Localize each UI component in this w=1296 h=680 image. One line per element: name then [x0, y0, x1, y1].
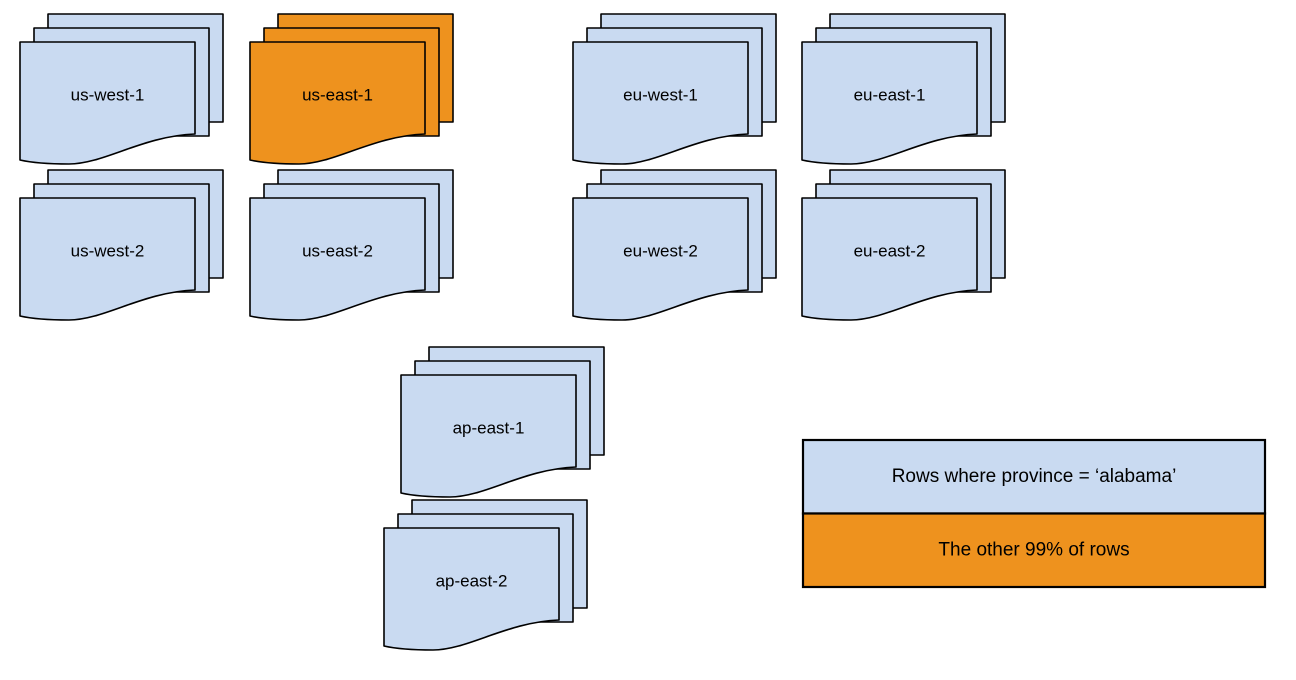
stack-sheet-front: [572, 197, 749, 321]
region-stack-us-east-1[interactable]: us-east-1: [249, 13, 454, 165]
region-label-ap-east-1: ap-east-1: [453, 418, 525, 437]
legend-label-orange-row: The other 99% of rows: [938, 539, 1129, 560]
region-stack-ap-east-2[interactable]: ap-east-2: [383, 499, 588, 651]
region-label-us-west-1: us-west-1: [71, 85, 145, 104]
stack-sheet-front: [801, 41, 978, 165]
region-label-us-east-2: us-east-2: [302, 241, 373, 260]
stacks-layer: us-west-1 us-east-1 eu-west-1 eu-east-1 us-w…: [19, 13, 1006, 651]
region-label-eu-east-1: eu-east-1: [854, 85, 926, 104]
legend-row-blue-row: Rows where province = ‘alabama’: [801, 438, 1267, 515]
region-stack-eu-east-1[interactable]: eu-east-1: [801, 13, 1006, 165]
region-label-eu-west-1: eu-west-1: [623, 85, 698, 104]
region-label-ap-east-2: ap-east-2: [436, 571, 508, 590]
region-stack-us-west-2[interactable]: us-west-2: [19, 169, 224, 321]
region-label-eu-east-2: eu-east-2: [854, 241, 926, 260]
stack-sheet-front: [801, 197, 978, 321]
region-stack-eu-west-2[interactable]: eu-west-2: [572, 169, 777, 321]
legend-layer: Rows where province = ‘alabama’ The other…: [801, 438, 1267, 589]
stack-sheet-front: [19, 197, 196, 321]
region-stack-eu-east-2[interactable]: eu-east-2: [801, 169, 1006, 321]
region-stack-ap-east-1[interactable]: ap-east-1: [400, 346, 605, 498]
region-stack-eu-west-1[interactable]: eu-west-1: [572, 13, 777, 165]
region-label-us-west-2: us-west-2: [71, 241, 145, 260]
stack-sheet-front: [400, 374, 577, 498]
legend-row-orange-row: The other 99% of rows: [801, 512, 1267, 589]
legend-label-blue-row: Rows where province = ‘alabama’: [892, 466, 1177, 487]
stack-sheet-front: [383, 527, 560, 651]
stack-sheet-front: [249, 197, 426, 321]
region-stack-us-west-1[interactable]: us-west-1: [19, 13, 224, 165]
stack-sheet-front: [572, 41, 749, 165]
stack-sheet-front: [19, 41, 196, 165]
region-stack-us-east-2[interactable]: us-east-2: [249, 169, 454, 321]
stack-sheet-front: [249, 41, 426, 165]
region-label-us-east-1: us-east-1: [302, 85, 373, 104]
legend-swatch-orange-row: [801, 512, 1267, 589]
legend-swatch-blue-row: [801, 438, 1267, 515]
region-label-eu-west-2: eu-west-2: [623, 241, 698, 260]
